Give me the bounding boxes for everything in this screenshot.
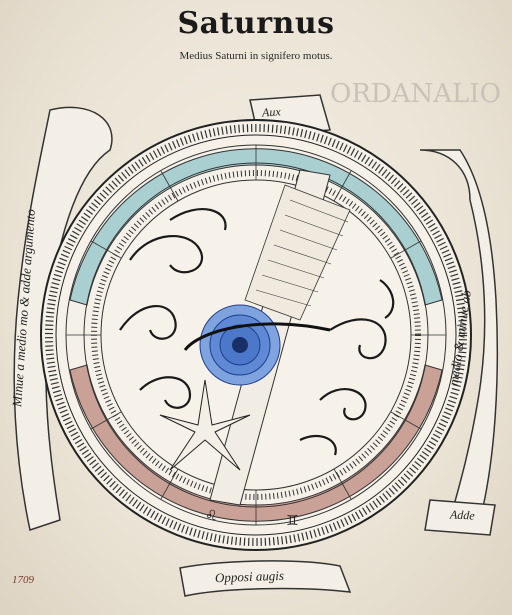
bleed-through-text: ORDANALIO xyxy=(330,79,501,109)
zodiac-dividers xyxy=(66,145,446,525)
pointer-arm xyxy=(183,322,331,351)
star-ornament xyxy=(159,379,251,471)
margin-note-bottom-left: 1709 xyxy=(12,574,34,586)
center-hub xyxy=(232,337,248,353)
page-title: Saturnus xyxy=(177,6,335,41)
pointer-scale xyxy=(244,184,351,321)
degree-tick-band xyxy=(45,124,467,546)
vine-ornaments xyxy=(119,208,395,456)
left-ribbon-banner xyxy=(13,106,113,531)
top-banner-text: Aux xyxy=(261,104,282,120)
zodiac-glyph-leo: ♌ xyxy=(205,508,218,524)
red-sign-band xyxy=(69,364,443,522)
bottom-right-banner-text: Adde xyxy=(449,507,476,523)
outer-ring-inner-edge xyxy=(55,134,457,536)
zodiac-glyph-gemini: ♊ xyxy=(286,513,299,529)
bottom-ribbon-banner xyxy=(179,560,352,597)
bottom-right-ribbon-banner xyxy=(424,499,496,536)
blue-sign-band xyxy=(69,148,443,306)
bottom-banner-text: Opposi augis xyxy=(214,567,285,586)
pointer-scale-lines xyxy=(255,199,349,307)
right-ribbon-banner xyxy=(419,149,499,521)
page-subtitle: Medius Saturni in signifero motus. xyxy=(179,50,333,62)
